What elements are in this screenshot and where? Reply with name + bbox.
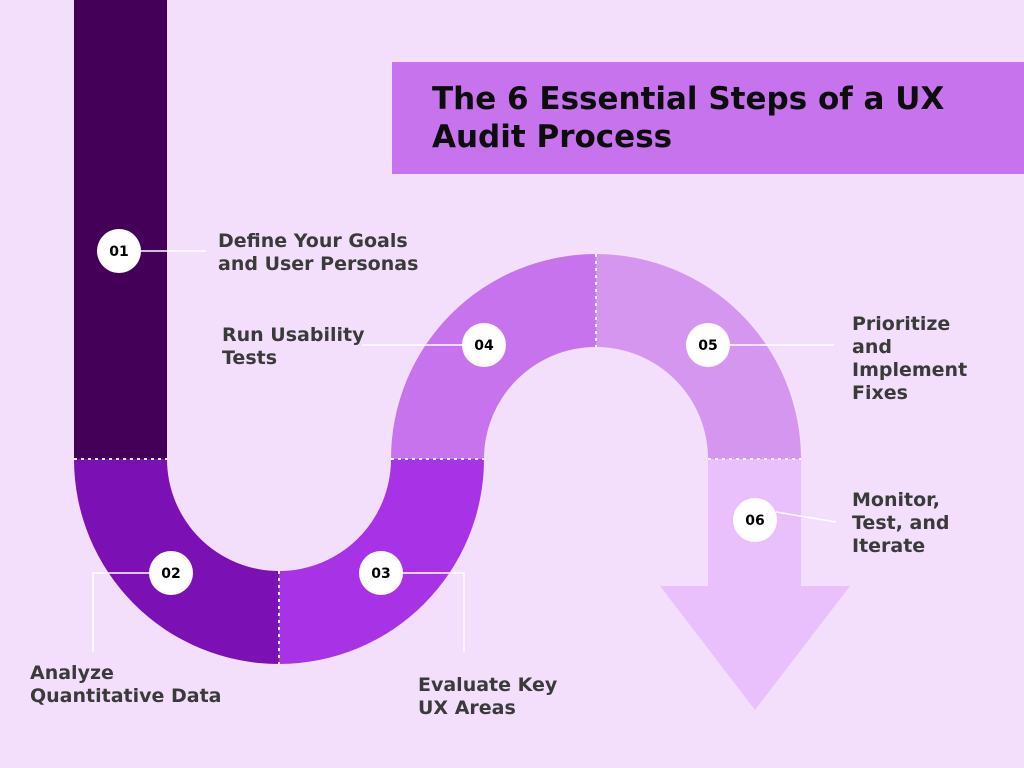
- svg-text:02: 02: [161, 566, 180, 582]
- step-label-03: Evaluate Key UX Areas: [418, 674, 558, 719]
- connector-lines: [92, 250, 837, 652]
- svg-text:01: 01: [109, 244, 128, 260]
- step-badge-01: 01: [97, 229, 141, 273]
- step-label-01: Define Your Goals and User Personas: [218, 230, 419, 275]
- path-segment-6-arrow: [660, 459, 850, 710]
- svg-text:03: 03: [371, 566, 390, 582]
- step-badge-05: 05: [686, 323, 730, 367]
- step-badge-03: 03: [359, 551, 403, 595]
- segment-separators: [74, 254, 801, 664]
- svg-text:05: 05: [698, 338, 717, 354]
- svg-text:06: 06: [745, 513, 764, 529]
- svg-text:04: 04: [474, 338, 494, 354]
- step-label-04: Run Usability Tests: [222, 324, 365, 369]
- step-badge-06: 06: [733, 498, 777, 542]
- step-label-06: Monitor, Test, and Iterate: [852, 489, 950, 557]
- title-banner: The 6 Essential Steps of a UX Audit Proc…: [392, 62, 1024, 174]
- step-label-05: Prioritize and Implement Fixes: [852, 313, 968, 404]
- step-badge-04: 04: [462, 323, 506, 367]
- step-label-02: Analyze Quantitative Data: [30, 662, 222, 707]
- step-badge-02: 02: [149, 551, 193, 595]
- page-title: The 6 Essential Steps of a UX Audit Proc…: [432, 81, 945, 155]
